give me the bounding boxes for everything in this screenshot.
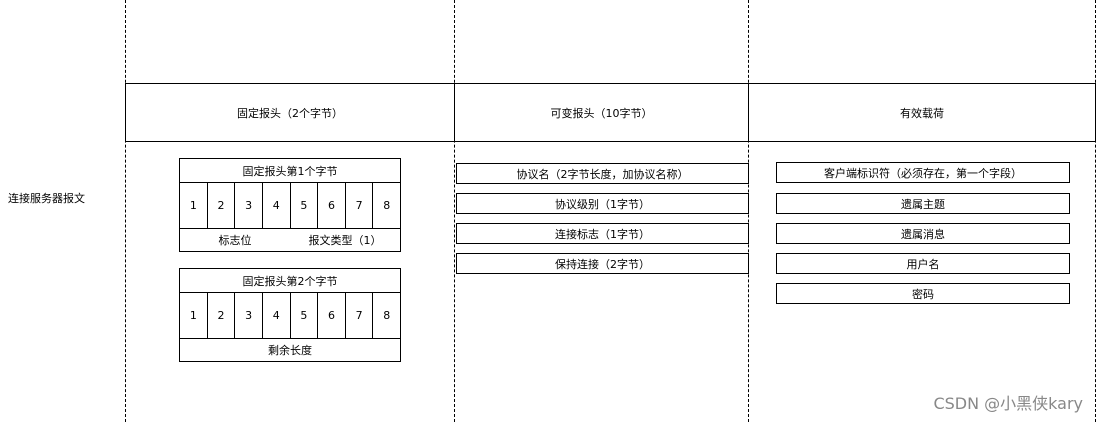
variable-item: 连接标志（1字节） [456,223,749,244]
bit-cell: 7 [346,293,374,338]
column-divider [1095,0,1096,422]
type-field: 报文类型（1） [308,234,382,247]
payload-item: 客户端标识符（必须存在，第一个字段） [776,162,1070,183]
column-divider [125,0,126,422]
byte-title: 固定报头第2个字节 [180,269,400,293]
bit-cell: 7 [346,183,374,228]
payload-item: 遗属主题 [776,193,1070,214]
remaining-length-field: 剩余长度 [268,344,312,357]
fixed-header-label: 固定报头（2个字节） [237,106,343,120]
bit-cell: 5 [291,183,319,228]
bit-cell: 8 [383,309,391,322]
bit-cell: 6 [318,183,346,228]
bit-cell: 4 [263,293,291,338]
bit-cell: 1 [180,183,208,228]
bit-cell: 3 [235,183,263,228]
byte-footer: 剩余长度 [180,339,400,361]
flag-field: 标志位 [218,234,252,247]
bit-row: 1 2 3 4 5 6 7 8 [180,293,400,339]
payload-item: 密码 [776,283,1070,304]
payload-item: 遗属消息 [776,223,1070,244]
variable-item: 协议级别（1字节） [456,193,749,214]
payload-item: 用户名 [776,253,1070,274]
bit-cell: 1 [180,293,208,338]
bit-cell: 5 [291,293,319,338]
variable-header-label: 可变报头（10字节） [550,106,653,120]
column-divider [454,0,455,422]
payload-header-box: 有效载荷 [748,83,1096,142]
byte-footer: 标志位 报文类型（1） [180,229,400,251]
fixed-header-box: 固定报头（2个字节） [125,83,455,142]
byte-title: 固定报头第1个字节 [180,159,400,183]
variable-item: 协议名（2字节长度，加协议名称） [456,163,749,184]
bit-cell: 2 [208,183,236,228]
bit-cell: 2 [208,293,236,338]
bit-cell: 8 [383,199,391,212]
payload-header-label: 有效载荷 [900,106,944,120]
watermark: CSDN @小黑侠kary [933,394,1083,413]
bit-cell: 4 [263,183,291,228]
fixed-byte-1-table: 固定报头第1个字节 1 2 3 4 5 6 7 8 标志位 报文类型（1） [179,158,401,252]
variable-item: 保持连接（2字节） [456,253,749,274]
variable-header-box: 可变报头（10字节） [454,83,749,142]
bit-cell: 3 [235,293,263,338]
bit-row: 1 2 3 4 5 6 7 8 [180,183,400,229]
fixed-byte-2-table: 固定报头第2个字节 1 2 3 4 5 6 7 8 剩余长度 [179,268,401,362]
bit-cell: 6 [318,293,346,338]
row-label: 连接服务器报文 [8,192,85,205]
